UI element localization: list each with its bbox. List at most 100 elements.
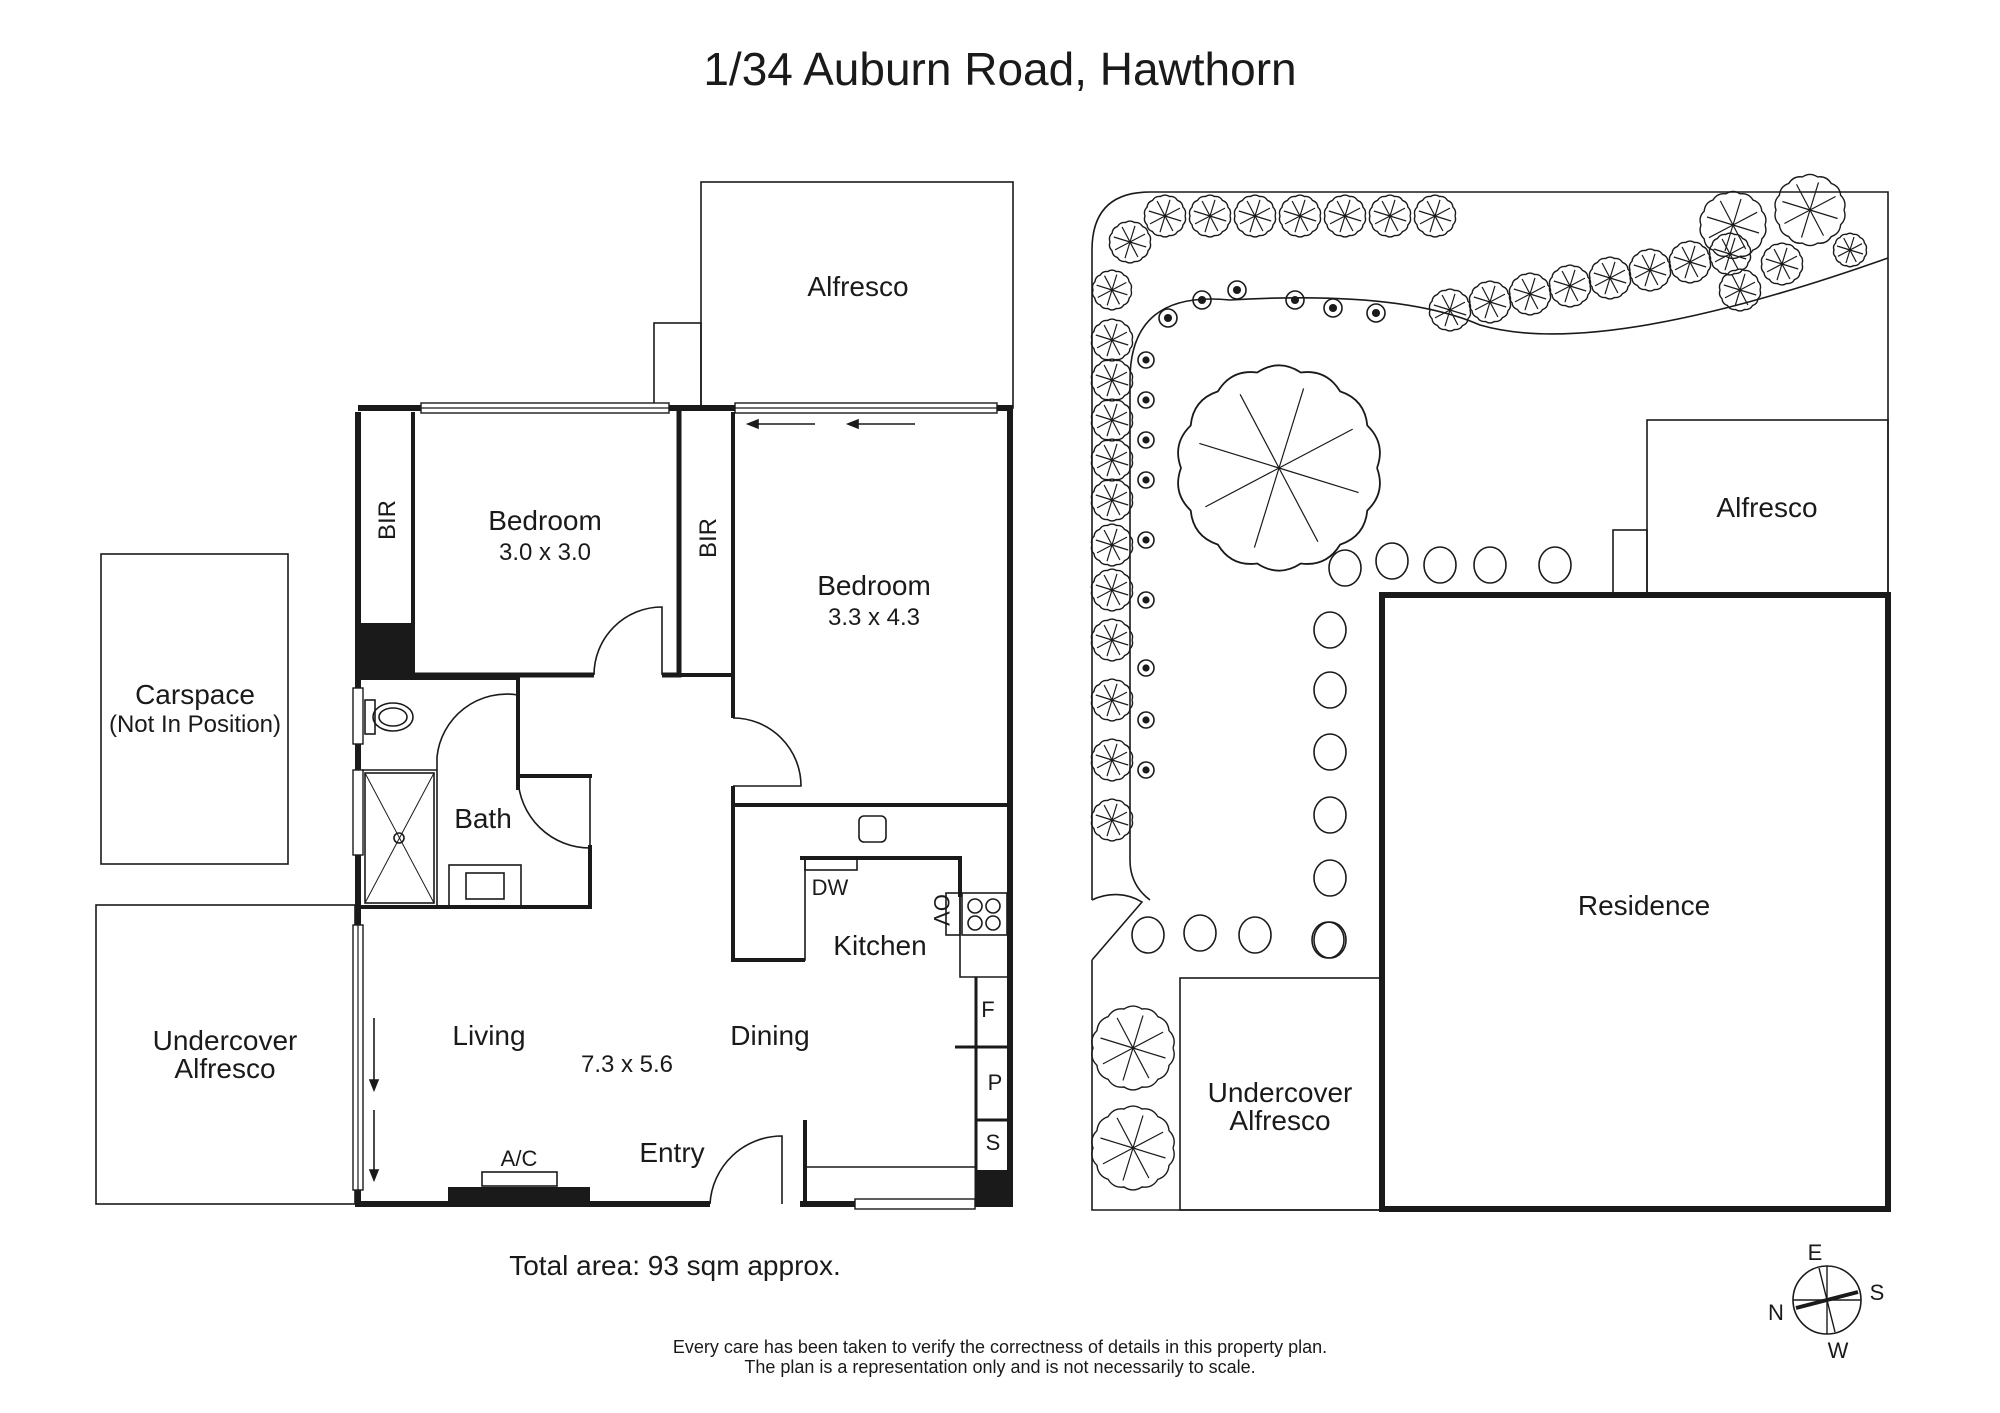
disclaimer-line1: Every care has been taken to verify the … — [673, 1337, 1327, 1357]
shrub-center — [1163, 313, 1173, 323]
stepping-stone-icon — [1313, 733, 1347, 771]
tree-icon — [1091, 1005, 1175, 1091]
shrub-icon — [1137, 531, 1155, 549]
site-alfresco-step — [1612, 529, 1648, 595]
shower-diag2 — [364, 772, 435, 904]
floor-plan: Alfresco Carspace (Not In Position) Unde… — [95, 181, 1014, 1281]
tree-icon — [1718, 268, 1762, 312]
stepping-stone-icon — [1313, 859, 1347, 897]
bir2-label: BIR — [695, 518, 722, 558]
shrub-icon — [1227, 280, 1247, 300]
carspace-label: Carspace — [135, 679, 255, 710]
shrub-center — [1142, 356, 1150, 364]
toilet-icon — [364, 699, 414, 735]
large-tree-icon — [1177, 364, 1381, 572]
carspace-outline — [100, 553, 289, 865]
tree-icon — [1090, 318, 1134, 362]
shower-tray — [364, 772, 435, 904]
tree-icon — [1668, 240, 1712, 284]
compass-s: S — [1870, 1280, 1885, 1305]
shrub-center — [1197, 295, 1207, 305]
shrub-icon — [1285, 290, 1305, 310]
tree-icon — [1188, 194, 1232, 238]
bedroom1-size: 3.0 x 3.0 — [499, 539, 591, 566]
shrub-center — [1142, 436, 1150, 444]
living-label: Living — [452, 1020, 525, 1051]
shrub-center — [1371, 308, 1381, 318]
tree-icon — [1368, 194, 1412, 238]
shrub-icon — [1137, 711, 1155, 729]
bedroom2-door-swing — [732, 717, 802, 787]
shrub-center — [1328, 303, 1338, 313]
tree-icon — [1090, 618, 1134, 662]
tree-icon — [1090, 678, 1134, 722]
total-area: Total area: 93 sqm approx. — [509, 1250, 841, 1281]
stepping-stone-icon — [1238, 916, 1272, 954]
living-size: 7.3 x 5.6 — [581, 1051, 673, 1078]
tree-icon — [1699, 190, 1767, 260]
tree-icon — [1832, 232, 1868, 268]
shrub-icon — [1137, 431, 1155, 449]
stove-icon — [945, 892, 1008, 936]
disclaimer-line2: The plan is a representation only and is… — [744, 1357, 1255, 1377]
tree-icon — [1588, 256, 1632, 300]
dishwasher — [804, 857, 858, 871]
ov-label: OV — [929, 894, 954, 926]
garden-bed-edge — [1129, 257, 1889, 901]
stepping-stone-icon — [1423, 546, 1457, 584]
bath-door-swing — [436, 693, 519, 907]
shrub-icon — [1323, 298, 1343, 318]
alfresco-top-label: Alfresco — [807, 271, 908, 302]
tree-icon — [1774, 173, 1846, 247]
shrub-center — [1142, 396, 1150, 404]
tree-icon — [1090, 568, 1134, 612]
bedroom1-door-swing — [593, 606, 663, 676]
tree-icon — [1278, 194, 1322, 238]
site-plan: Alfresco Residence Undercover Alfresco — [1090, 173, 1891, 1212]
fridge-label: F — [981, 997, 994, 1022]
tree-icon — [1090, 358, 1134, 402]
shrub-center — [1290, 295, 1300, 305]
window-shower — [352, 769, 364, 856]
bedroom2-size: 3.3 x 4.3 — [828, 604, 920, 631]
fireplace-hearth — [448, 1187, 590, 1204]
shrub-icon — [1192, 290, 1212, 310]
tree-icon — [1323, 194, 1367, 238]
tree-icon — [1548, 264, 1592, 308]
tree-icon — [1233, 194, 1277, 238]
tree-icon — [1760, 242, 1804, 286]
bedroom2-label: Bedroom — [817, 570, 931, 601]
shrub-icon — [1137, 761, 1155, 779]
shrub-icon — [1158, 308, 1178, 328]
shrub-center — [1142, 766, 1150, 774]
entry-label: Entry — [639, 1137, 704, 1168]
stepping-stone-icon — [1313, 671, 1347, 709]
residence-outline — [1379, 592, 1891, 1212]
dw-label: DW — [812, 875, 849, 900]
tree-icon — [1143, 194, 1187, 238]
tree-icon — [1413, 194, 1457, 238]
undercover-alfresco-left-line2: Alfresco — [174, 1053, 275, 1084]
shrub-icon — [1137, 471, 1155, 489]
tree-icon — [1090, 738, 1134, 782]
alfresco-step — [653, 322, 702, 409]
residence-label: Residence — [1578, 890, 1710, 921]
tree-icon — [1508, 272, 1552, 316]
bath-label: Bath — [454, 803, 512, 834]
shrub-icon — [1137, 591, 1155, 609]
kitchen-label: Kitchen — [833, 930, 926, 961]
storage-label: S — [986, 1130, 1001, 1155]
stepping-stone-icon — [1313, 921, 1347, 959]
window-toilet — [352, 687, 364, 745]
site-alfresco-label: Alfresco — [1716, 492, 1817, 523]
compass-e: E — [1808, 1240, 1823, 1265]
stepping-stone-icon — [1328, 549, 1362, 587]
entry-window — [854, 1198, 976, 1210]
shrub-icon — [1137, 351, 1155, 369]
dining-label: Dining — [730, 1020, 809, 1051]
ac-unit — [481, 1171, 558, 1187]
bir1-post — [361, 623, 413, 675]
sliding-arrows-left — [368, 1018, 380, 1183]
tree-icon — [1091, 1105, 1175, 1191]
